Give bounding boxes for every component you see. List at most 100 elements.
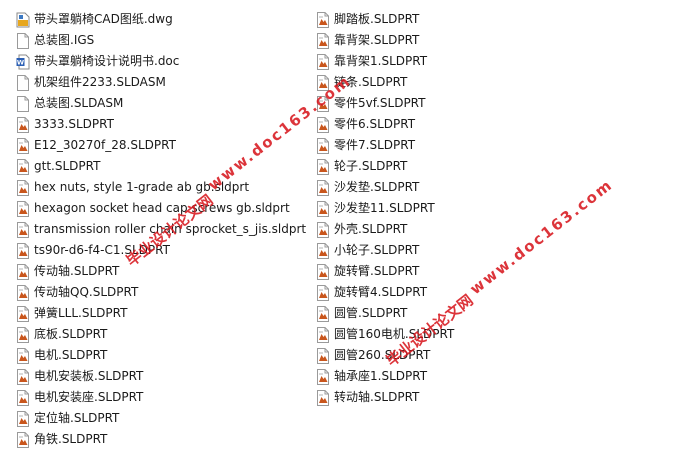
file-name: 靠背架1.SLDPRT bbox=[334, 54, 428, 68]
sldprt-file-icon bbox=[316, 32, 330, 49]
file-item[interactable]: 总装图.IGS bbox=[16, 30, 306, 51]
file-item[interactable]: 机架组件2233.SLDASM bbox=[16, 72, 306, 93]
file-item[interactable]: 圆管160电机.SLDPRT bbox=[316, 324, 454, 345]
file-item[interactable]: 总装图.SLDASM bbox=[16, 93, 306, 114]
file-item[interactable]: 零件7.SLDPRT bbox=[316, 135, 454, 156]
file-item[interactable]: 沙发垫11.SLDPRT bbox=[316, 198, 454, 219]
file-name: 小轮子.SLDPRT bbox=[334, 243, 420, 257]
sldprt-file-icon bbox=[16, 347, 30, 364]
file-item[interactable]: 底板.SLDPRT bbox=[16, 324, 306, 345]
file-item[interactable]: 弹簧LLL.SLDPRT bbox=[16, 303, 306, 324]
generic-file-icon bbox=[16, 74, 30, 91]
file-name: 角铁.SLDPRT bbox=[34, 432, 108, 446]
file-item[interactable]: 圆管260.SLDPRT bbox=[316, 345, 454, 366]
file-item[interactable]: 链条.SLDPRT bbox=[316, 72, 454, 93]
file-item[interactable]: 传动轴QQ.SLDPRT bbox=[16, 282, 306, 303]
file-name: 总装图.SLDASM bbox=[34, 96, 124, 110]
sldprt-file-icon bbox=[316, 53, 330, 70]
file-name: transmission roller chain sprocket_s_jis… bbox=[34, 222, 307, 236]
file-item[interactable]: 零件5vf.SLDPRT bbox=[316, 93, 454, 114]
file-name: ts90r-d6-f4-C1.SLDPRT bbox=[34, 243, 170, 257]
sldprt-file-icon bbox=[16, 179, 30, 196]
sldprt-file-icon bbox=[16, 431, 30, 448]
file-item[interactable]: gtt.SLDPRT bbox=[16, 156, 306, 177]
sldprt-file-icon bbox=[316, 200, 330, 217]
file-item[interactable]: 靠背架1.SLDPRT bbox=[316, 51, 454, 72]
sldprt-file-icon bbox=[16, 221, 30, 238]
file-name: hexagon socket head cap screws gb.sldprt bbox=[34, 201, 290, 215]
file-column-right: 脚踏板.SLDPRT 靠背架.SLDPRT 靠背架1.SLDPRT 链条.SLD… bbox=[316, 9, 454, 408]
file-item[interactable]: 转动轴.SLDPRT bbox=[316, 387, 454, 408]
file-name: 带头罩躺椅CAD图纸.dwg bbox=[34, 12, 173, 26]
file-name: 圆管.SLDPRT bbox=[334, 306, 408, 320]
file-item[interactable]: 带头罩躺椅CAD图纸.dwg bbox=[16, 9, 306, 30]
file-name: 传动轴.SLDPRT bbox=[34, 264, 120, 278]
file-item[interactable]: 小轮子.SLDPRT bbox=[316, 240, 454, 261]
svg-text:W: W bbox=[17, 58, 24, 66]
file-item[interactable]: transmission roller chain sprocket_s_jis… bbox=[16, 219, 306, 240]
file-item[interactable]: 零件6.SLDPRT bbox=[316, 114, 454, 135]
file-item[interactable]: 电机.SLDPRT bbox=[16, 345, 306, 366]
sldprt-file-icon bbox=[316, 116, 330, 133]
sldprt-file-icon bbox=[316, 263, 330, 280]
watermark-url: www.doc163.com bbox=[466, 175, 617, 299]
file-item[interactable]: 旋转臂4.SLDPRT bbox=[316, 282, 454, 303]
generic-file-icon bbox=[16, 95, 30, 112]
sldprt-file-icon bbox=[316, 368, 330, 385]
sldprt-file-icon bbox=[316, 284, 330, 301]
file-name: 靠背架.SLDPRT bbox=[334, 33, 420, 47]
file-item[interactable]: 3333.SLDPRT bbox=[16, 114, 306, 135]
sldprt-file-icon bbox=[16, 410, 30, 427]
file-item[interactable]: 轮子.SLDPRT bbox=[316, 156, 454, 177]
file-name: 沙发垫11.SLDPRT bbox=[334, 201, 435, 215]
word-doc-icon: W bbox=[16, 54, 30, 70]
file-name: 电机.SLDPRT bbox=[34, 348, 108, 362]
file-item[interactable]: hex nuts, style 1-grade ab gb.sldprt bbox=[16, 177, 306, 198]
file-name: 电机安装座.SLDPRT bbox=[34, 390, 144, 404]
file-item[interactable]: 电机安装板.SLDPRT bbox=[16, 366, 306, 387]
file-item[interactable]: E12_30270f_28.SLDPRT bbox=[16, 135, 306, 156]
file-name: 脚踏板.SLDPRT bbox=[334, 12, 420, 26]
file-name: E12_30270f_28.SLDPRT bbox=[34, 138, 176, 152]
file-name: 链条.SLDPRT bbox=[334, 75, 408, 89]
file-name: 圆管160电机.SLDPRT bbox=[334, 327, 455, 341]
generic-file-icon bbox=[16, 32, 30, 49]
file-item[interactable]: 沙发垫.SLDPRT bbox=[316, 177, 454, 198]
sldprt-file-icon bbox=[316, 221, 330, 238]
sldprt-file-icon bbox=[316, 347, 330, 364]
sldprt-file-icon bbox=[16, 305, 30, 322]
file-item[interactable]: 靠背架.SLDPRT bbox=[316, 30, 454, 51]
sldprt-file-icon bbox=[16, 158, 30, 175]
file-item[interactable]: 传动轴.SLDPRT bbox=[16, 261, 306, 282]
file-item[interactable]: 脚踏板.SLDPRT bbox=[316, 9, 454, 30]
sldprt-file-icon bbox=[16, 200, 30, 217]
file-name: 圆管260.SLDPRT bbox=[334, 348, 431, 362]
sldprt-file-icon bbox=[16, 242, 30, 259]
file-item[interactable]: 圆管.SLDPRT bbox=[316, 303, 454, 324]
sldprt-file-icon bbox=[316, 137, 330, 154]
file-item[interactable]: 电机安装座.SLDPRT bbox=[16, 387, 306, 408]
sldprt-file-icon bbox=[316, 11, 330, 28]
sldprt-file-icon bbox=[16, 284, 30, 301]
file-name: 底板.SLDPRT bbox=[34, 327, 108, 341]
sldprt-file-icon bbox=[16, 326, 30, 343]
sldprt-file-icon bbox=[316, 74, 330, 91]
file-item[interactable]: 外壳.SLDPRT bbox=[316, 219, 454, 240]
file-item[interactable]: hexagon socket head cap screws gb.sldprt bbox=[16, 198, 306, 219]
sldprt-file-icon bbox=[16, 116, 30, 133]
file-item[interactable]: 定位轴.SLDPRT bbox=[16, 408, 306, 429]
file-item[interactable]: 旋转臂.SLDPRT bbox=[316, 261, 454, 282]
file-name: 沙发垫.SLDPRT bbox=[334, 180, 420, 194]
file-name: gtt.SLDPRT bbox=[34, 159, 101, 173]
file-name: 定位轴.SLDPRT bbox=[34, 411, 120, 425]
file-name: 零件5vf.SLDPRT bbox=[334, 96, 426, 110]
file-item[interactable]: 角铁.SLDPRT bbox=[16, 429, 306, 450]
sldprt-file-icon bbox=[316, 326, 330, 343]
dwg-file-icon bbox=[16, 12, 30, 28]
file-item[interactable]: ts90r-d6-f4-C1.SLDPRT bbox=[16, 240, 306, 261]
file-item[interactable]: 轴承座1.SLDPRT bbox=[316, 366, 454, 387]
sldprt-file-icon bbox=[16, 263, 30, 280]
file-name: 电机安装板.SLDPRT bbox=[34, 369, 144, 383]
sldprt-file-icon bbox=[316, 95, 330, 112]
